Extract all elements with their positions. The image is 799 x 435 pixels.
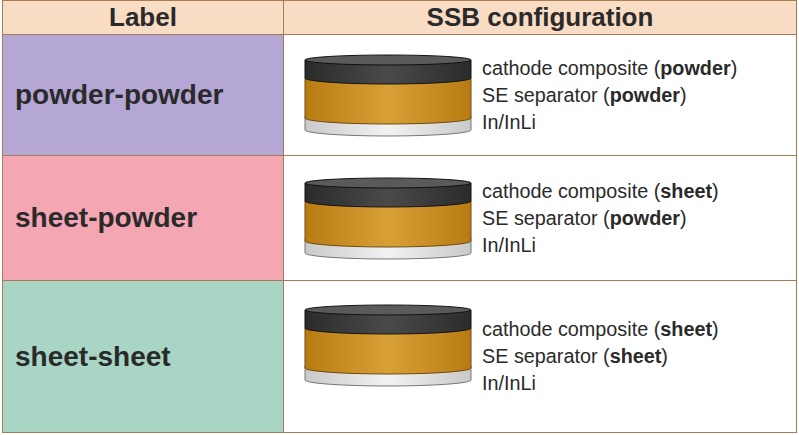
label-cell: sheet-powder (2, 155, 284, 281)
label-cell: sheet-sheet (2, 280, 284, 433)
battery-stack (305, 55, 471, 136)
config-cell: cathode composite (sheet)SE separator (p… (283, 155, 797, 281)
layer-label: In/InLi (482, 109, 796, 136)
battery-stack (305, 305, 471, 386)
battery-stack (305, 178, 471, 259)
header-text: Label (109, 2, 177, 33)
layer-label: SE separator (powder) (482, 205, 796, 232)
layer-label: SE separator (sheet) (482, 343, 796, 370)
layer-label: cathode composite (sheet) (482, 178, 796, 205)
config-cell: cathode composite (powder)SE separator (… (283, 34, 797, 156)
layer-label: SE separator (powder) (482, 82, 796, 109)
layer-label: In/InLi (482, 232, 796, 259)
layer-label: In/InLi (482, 370, 796, 397)
row-label: sheet-powder (15, 202, 197, 234)
header-text: SSB configuration (427, 2, 654, 33)
layer-label: cathode composite (sheet) (482, 316, 796, 343)
header-cell: SSB configuration (283, 0, 797, 35)
row-label: sheet-sheet (15, 341, 171, 373)
layer-label: cathode composite (powder) (482, 55, 796, 82)
header-cell: Label (2, 0, 284, 35)
label-cell: powder-powder (2, 34, 284, 156)
row-label: powder-powder (15, 79, 223, 111)
config-cell: cathode composite (sheet)SE separator (s… (283, 280, 797, 433)
